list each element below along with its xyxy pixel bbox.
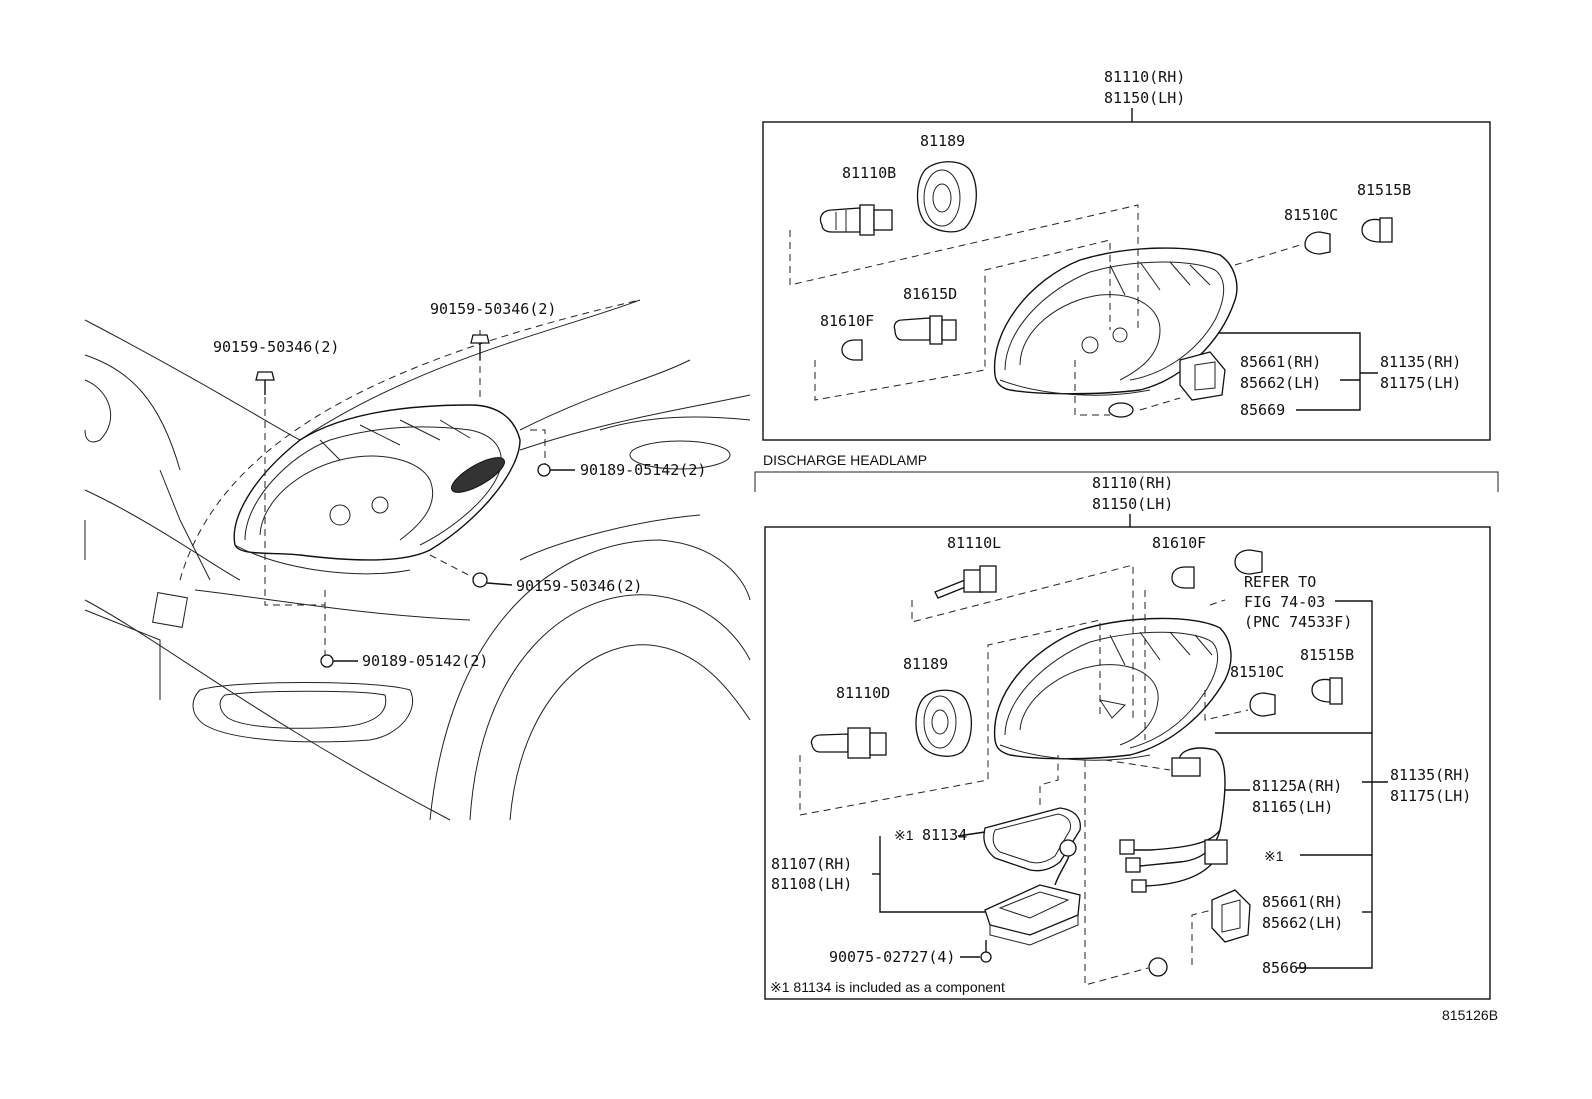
ballast-gasket-81134-icon [983,807,1081,872]
screw-icon-b [320,654,358,668]
socket-81515b-icon [1361,217,1393,243]
bulb-81510c-icon [1304,231,1331,255]
top-label-81615d: 81615D [903,285,957,303]
bot-label-85662: 85662(LH) [1262,914,1343,932]
top-assy-label-rh: 81110(RH) [1104,68,1185,86]
oring-85669-icon [1108,402,1134,418]
top-label-81110b: 81110B [842,164,896,182]
section-title: DISCHARGE HEADLAMP [763,452,927,468]
footnote: ※1 81134 is included as a component [770,979,1005,995]
bolt-icon-a [255,371,275,395]
bot-label-81135: 81135(RH) [1390,766,1471,784]
bot-label-90075: 90075-02727(4) [829,948,955,966]
bot-label-81175: 81175(LH) [1390,787,1471,805]
top-label-81135: 81135(RH) [1380,353,1461,371]
bot-refer-line1: REFER TO [1244,573,1316,591]
top-label-81610f: 81610F [820,312,874,330]
bot-label-81510c: 81510C [1230,663,1284,681]
top-label-85669: 85669 [1240,401,1285,419]
bulb-81110d-icon [810,727,887,759]
car-bolt-label-b: 90159-50346(2) [430,300,556,318]
bot-assy-label-rh: 81110(RH) [1092,474,1173,492]
bulb-81610f-b-icon [1171,566,1195,589]
actuator-85661-icon [1179,351,1226,401]
top-headlamp-housing [993,247,1238,396]
socket-81189-icon [916,161,977,233]
top-assembly-box [762,121,1491,441]
bot-label-81110l: 81110L [947,534,1001,552]
actuator-85661-b-icon [1211,889,1251,943]
bot-label-85661: 85661(RH) [1262,893,1343,911]
oring-85669-b-icon [1148,957,1168,977]
bot-label-81610f: 81610F [1152,534,1206,552]
screw-90075-icon [980,940,992,963]
top-assy-label-lh: 81150(LH) [1104,89,1185,107]
top-label-81515b: 81515B [1357,181,1411,199]
bulb-81615d-icon [893,315,957,345]
discharge-assembly-box [764,526,1491,1000]
bot-assy-label-lh: 81150(LH) [1092,495,1173,513]
bot-label-81107: 81107(RH) [771,855,852,873]
top-label-81175: 81175(LH) [1380,374,1461,392]
bolt-icon-b [470,334,490,360]
wire-harness-81125a-icon [1119,747,1228,893]
bot-refer-line2: FIG 74-03 [1244,593,1325,611]
figure-id: 815126B [1442,1007,1498,1023]
bulb-81110l-icon [934,565,997,599]
car-screw-label-a: 90189-05142(2) [580,461,706,479]
ballast-81107-icon [984,839,1081,946]
car-screw-label-b: 90189-05142(2) [362,652,488,670]
bot-label-81125a: 81125A(RH) [1252,777,1342,795]
socket-81515b-b-icon [1311,677,1343,705]
bulb-81610f-icon [841,339,863,361]
car-bolt-label-a: 90159-50346(2) [213,338,339,356]
bulb-81110b-icon [819,204,893,236]
car-front-illustration [84,299,751,821]
bot-label-81108: 81108(LH) [771,875,852,893]
bot-label-85669: 85669 [1262,959,1307,977]
top-label-85662: 85662(LH) [1240,374,1321,392]
bulb-refer-icon [1234,549,1263,575]
top-label-81189: 81189 [920,132,965,150]
bulb-81510c-b-icon [1249,692,1276,717]
top-label-81510c: 81510C [1284,206,1338,224]
socket-81189-b-icon [915,689,972,757]
bot-label-81110d: 81110D [836,684,890,702]
bot-refer-line3: (PNC 74533F) [1244,613,1352,631]
bolt-icon-c [472,572,513,588]
top-label-85661: 85661(RH) [1240,353,1321,371]
bot-label-81134: 81134 [922,826,967,844]
bot-note-mark-a: ※1 [894,827,914,843]
screw-icon-a [537,463,575,477]
bottom-headlamp-housing [993,617,1232,761]
bot-note-mark-b: ※1 [1264,848,1284,864]
bot-label-81515b: 81515B [1300,646,1354,664]
bot-label-81165: 81165(LH) [1252,798,1333,816]
bot-label-81189: 81189 [903,655,948,673]
car-bolt-label-c: 90159-50346(2) [516,577,642,595]
